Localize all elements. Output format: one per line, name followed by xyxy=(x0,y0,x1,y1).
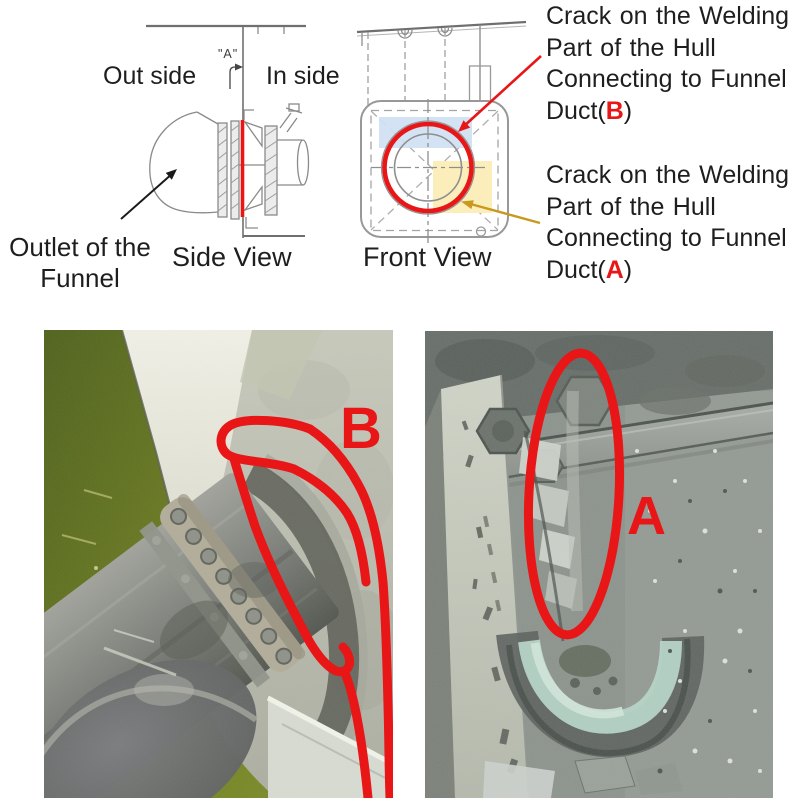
note-crack-a: Crack on the Welding Part of the Hull Co… xyxy=(546,161,790,284)
photo-crack-b-art xyxy=(44,330,393,798)
side-view-drawing xyxy=(120,24,310,238)
detail-a-bracket xyxy=(229,66,237,89)
crack-mark-a xyxy=(523,348,625,640)
caption-front-view: Front View xyxy=(363,242,492,272)
photo-crack-b: B xyxy=(44,330,393,798)
gusset-bottom xyxy=(243,185,263,212)
arrow-to-region-a xyxy=(464,201,541,225)
arrow-to-region-b xyxy=(462,55,542,128)
front-deck-line xyxy=(356,20,527,34)
gusset-top xyxy=(243,120,263,149)
funnel-outline xyxy=(149,111,219,214)
weld-circle-red xyxy=(382,121,474,214)
label-funnel-outlet: Outlet of the Funnel xyxy=(9,232,151,293)
note-b-marker: B xyxy=(605,96,624,125)
funnel-pointer-arrow xyxy=(120,172,174,220)
note-a-marker: A xyxy=(605,255,624,284)
note-crack-b: Crack on the Welding Part of the Hull Co… xyxy=(546,2,790,125)
label-inside: In side xyxy=(266,62,340,90)
photo-crack-a: A xyxy=(425,331,773,798)
region-a-highlight xyxy=(433,161,492,213)
caption-side-view: Side View xyxy=(172,242,292,272)
padeye xyxy=(437,27,453,37)
duct-inner-circle xyxy=(393,133,463,202)
photo-crack-a-art xyxy=(425,331,773,798)
photo-marker-b: B xyxy=(340,396,382,461)
technical-drawing xyxy=(120,20,542,243)
photo-marker-a: A xyxy=(627,486,666,546)
duct-pipe xyxy=(277,139,302,186)
note-a-text: Crack on the Welding Part of the Hull Co… xyxy=(546,161,790,284)
label-detail-a: "A" xyxy=(218,47,239,61)
front-view-drawing xyxy=(356,20,527,243)
annotation-arrows xyxy=(458,55,542,225)
padeye xyxy=(397,29,413,39)
crack-mark-b xyxy=(216,415,393,798)
note-b-text: Crack on the Welding Part of the Hull Co… xyxy=(546,2,790,125)
label-outside: Out side xyxy=(103,62,197,90)
